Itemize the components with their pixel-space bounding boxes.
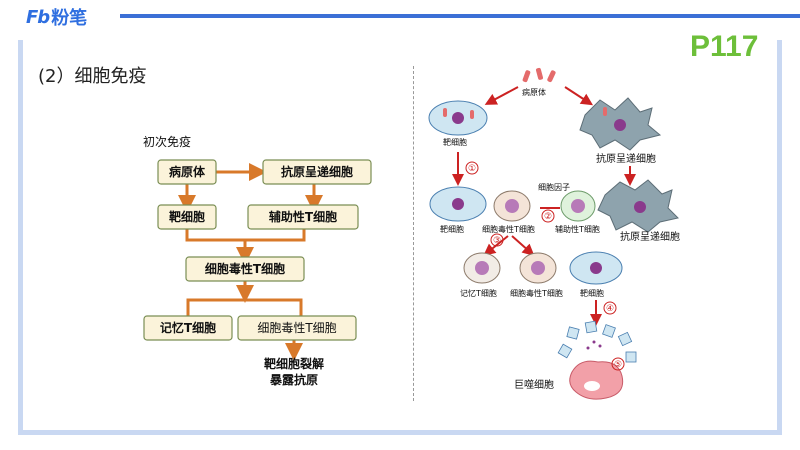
column-divider (413, 66, 414, 401)
header-bar (120, 14, 800, 18)
section-title: (2）细胞免疫 (38, 66, 147, 87)
label-target-cell-low: 靶细胞 (580, 288, 604, 298)
step-1-circle (465, 161, 479, 175)
label-target-cell-top: 靶细胞 (443, 137, 467, 147)
step-3-label: ③ (493, 236, 501, 246)
node-result-line2: 暴露抗原 (269, 372, 318, 387)
label-apc-top: 抗原呈递细胞 (596, 152, 656, 165)
step-2-circle (541, 209, 555, 223)
frame-border-bottom (18, 430, 782, 435)
apc-mid (597, 179, 679, 233)
node-cytotoxic-t-box (185, 256, 305, 282)
page-number: P117 (690, 30, 759, 63)
frame-border-left (18, 40, 23, 435)
cytotoxic-t-cell-low (519, 252, 557, 284)
step-5-label: ⑤ (614, 360, 622, 370)
node-pathogen: 病原体 (169, 164, 206, 179)
label-cytotoxic-t-low: 细胞毒性T细胞 (510, 288, 563, 298)
pathogen-icon (522, 67, 556, 83)
node-memory-t-box (143, 315, 233, 341)
node-target-cell: 靶细胞 (169, 209, 205, 224)
helper-t-cell-mid (560, 190, 596, 222)
target-cell-low (569, 251, 623, 285)
node-cytotoxic-t2-box (237, 315, 357, 341)
label-target-cell-mid: 靶细胞 (440, 224, 464, 234)
cell-immunity-illustration: 病原体 靶细胞 抗原呈递细胞 ① 靶细胞 (428, 67, 680, 400)
step-4-circle (603, 301, 617, 315)
node-memory-t: 记忆T细胞 (160, 320, 216, 335)
node-target-cell-box (157, 204, 217, 230)
arrow-pathogen-to-target (484, 86, 519, 105)
target-cell-mid (429, 186, 487, 222)
arrow-pathogen-to-apc (564, 86, 594, 106)
arrow-to-cytotoxic-low (511, 235, 535, 256)
label-cytokine: 细胞因子 (538, 182, 570, 192)
step-1-label: ① (468, 164, 476, 174)
memory-t-cell (463, 252, 501, 284)
node-apc: 抗原呈递细胞 (281, 164, 353, 179)
label-cytotoxic-t-mid: 细胞毒性T细胞 (482, 224, 535, 234)
apc-top (579, 97, 662, 151)
label-helper-t-mid: 辅助性T细胞 (555, 224, 600, 234)
label-memory-t: 记忆T细胞 (460, 288, 497, 298)
step-2-label: ② (544, 212, 552, 222)
node-result-line1: 靶细胞裂解 (264, 356, 324, 371)
node-cytotoxic-t: 细胞毒性T细胞 (205, 261, 285, 276)
step-5-circle (611, 357, 625, 371)
arrow-split-line (186, 298, 303, 316)
cytotoxic-t-cell-mid (493, 190, 531, 222)
arrow-merge-line (185, 228, 306, 242)
primary-immunity-flowchart: 初次免疫 病原体 抗原呈递细胞 靶细胞 辅助性T细胞 细胞毒性T细胞 记忆T细胞… (143, 134, 372, 387)
flowchart-heading: 初次免疫 (143, 134, 191, 149)
node-pathogen-box (157, 159, 217, 185)
step-4-label: ④ (606, 304, 614, 314)
frame-border-right (777, 40, 782, 435)
target-cell-top (428, 100, 488, 136)
node-cytotoxic-t2: 细胞毒性T细胞 (257, 321, 336, 335)
macrophage (569, 360, 624, 400)
node-helper-t-box (247, 204, 359, 230)
lysed-cell-fragments (557, 320, 637, 363)
brand-logo: Fb 粉笔 (26, 6, 88, 30)
label-macrophage: 巨噬细胞 (514, 378, 554, 391)
brand-logo-text: 粉笔 (51, 8, 88, 29)
label-pathogen: 病原体 (522, 87, 546, 97)
arrow-to-memory (483, 235, 509, 256)
label-apc-mid: 抗原呈递细胞 (620, 230, 680, 243)
brand-logo-mark: Fb (26, 6, 50, 28)
node-apc-box (262, 159, 372, 185)
node-helper-t: 辅助性T细胞 (269, 209, 337, 224)
